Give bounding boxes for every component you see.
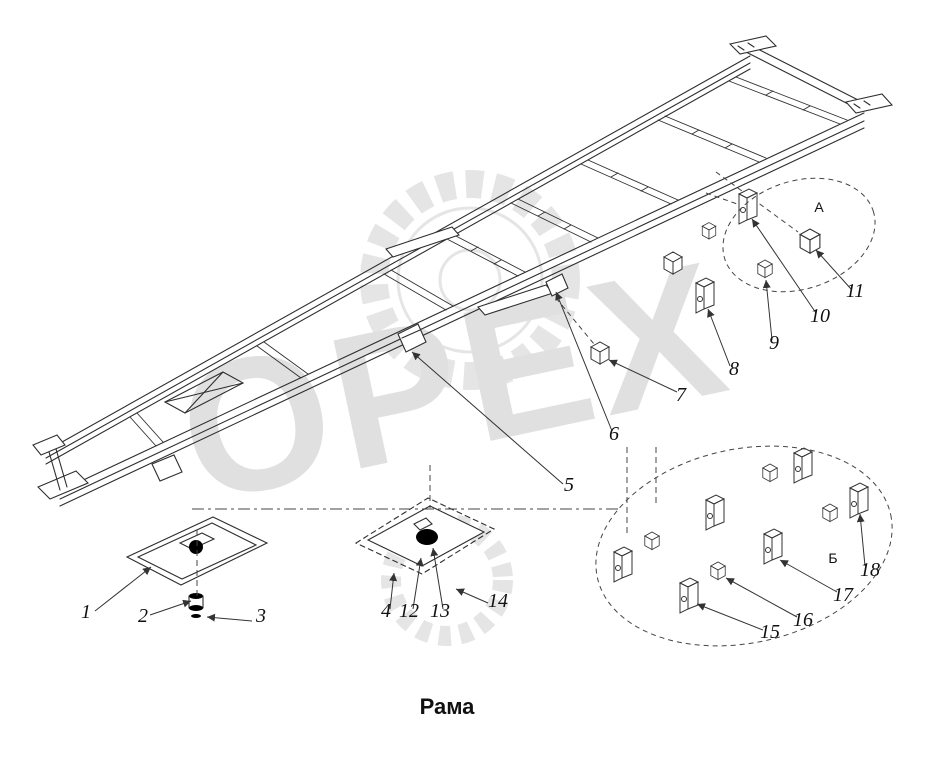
callout-14: 14 [488,590,508,612]
callout-1: 1 [81,601,91,623]
region-b-ellipse [595,445,893,647]
callout-7: 7 [676,384,687,406]
callout-18: 18 [860,559,880,581]
figure-title: Рама [420,694,476,719]
region-a-label: А [814,199,824,215]
watermark-text: ОРЕХ [162,221,746,543]
callout-15: 15 [760,621,780,643]
callout-5: 5 [564,474,574,496]
region-a-ellipse [722,177,876,293]
callouts: 1 2 3 4 5 6 7 8 9 10 11 12 13 14 15 16 1… [81,280,880,643]
frame-crossmembers [129,76,848,447]
callout-11: 11 [846,280,865,302]
region-b-label: Б [828,550,837,566]
callout-3: 3 [255,605,266,627]
callout-10: 10 [810,305,830,327]
callout-17: 17 [833,584,854,606]
leader-lines [94,218,866,631]
callout-13: 13 [430,600,450,622]
callout-9: 9 [769,332,779,354]
gear-hub [438,248,502,312]
rear-crossmember [728,35,894,114]
callout-4: 4 [381,600,391,622]
construction-lines [192,171,799,600]
gear-inner-ring [396,206,544,354]
callout-2: 2 [138,605,148,627]
front-end-brackets [32,371,245,500]
callout-16: 16 [793,609,813,631]
callout-12: 12 [399,600,419,622]
callout-6: 6 [609,423,619,445]
mid-frame-brackets [385,226,569,353]
callout-8: 8 [729,358,739,380]
gear-icon [360,170,580,390]
plate-part-group-4 [354,497,496,575]
